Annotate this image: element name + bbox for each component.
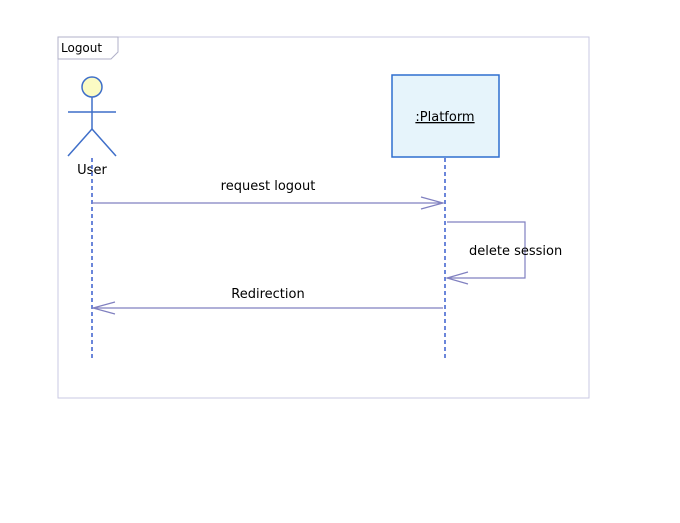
message-label: Redirection xyxy=(231,287,304,302)
actor-label: User xyxy=(77,163,107,178)
message-delete-session: delete session xyxy=(444,221,562,285)
object-box xyxy=(391,74,500,158)
object-label: :Platform xyxy=(415,110,474,125)
message-arrowhead xyxy=(420,196,446,210)
object-platform: :Platform xyxy=(391,74,500,158)
message-arrowhead xyxy=(444,271,469,285)
message-label: delete session xyxy=(469,244,562,259)
message-request-logout: request logout xyxy=(92,179,446,210)
message-label: request logout xyxy=(221,179,316,194)
frame-label: Logout xyxy=(61,41,102,55)
actor-user: User xyxy=(67,76,117,178)
actor-right-leg xyxy=(91,128,117,157)
message-arrowhead xyxy=(90,301,116,315)
actor-left-leg xyxy=(67,128,93,157)
self-call-line xyxy=(447,221,526,279)
message-redirection: Redirection xyxy=(90,287,443,315)
frame-label-tab xyxy=(57,36,119,60)
interaction-frame xyxy=(57,36,590,399)
actor-head xyxy=(81,76,103,98)
